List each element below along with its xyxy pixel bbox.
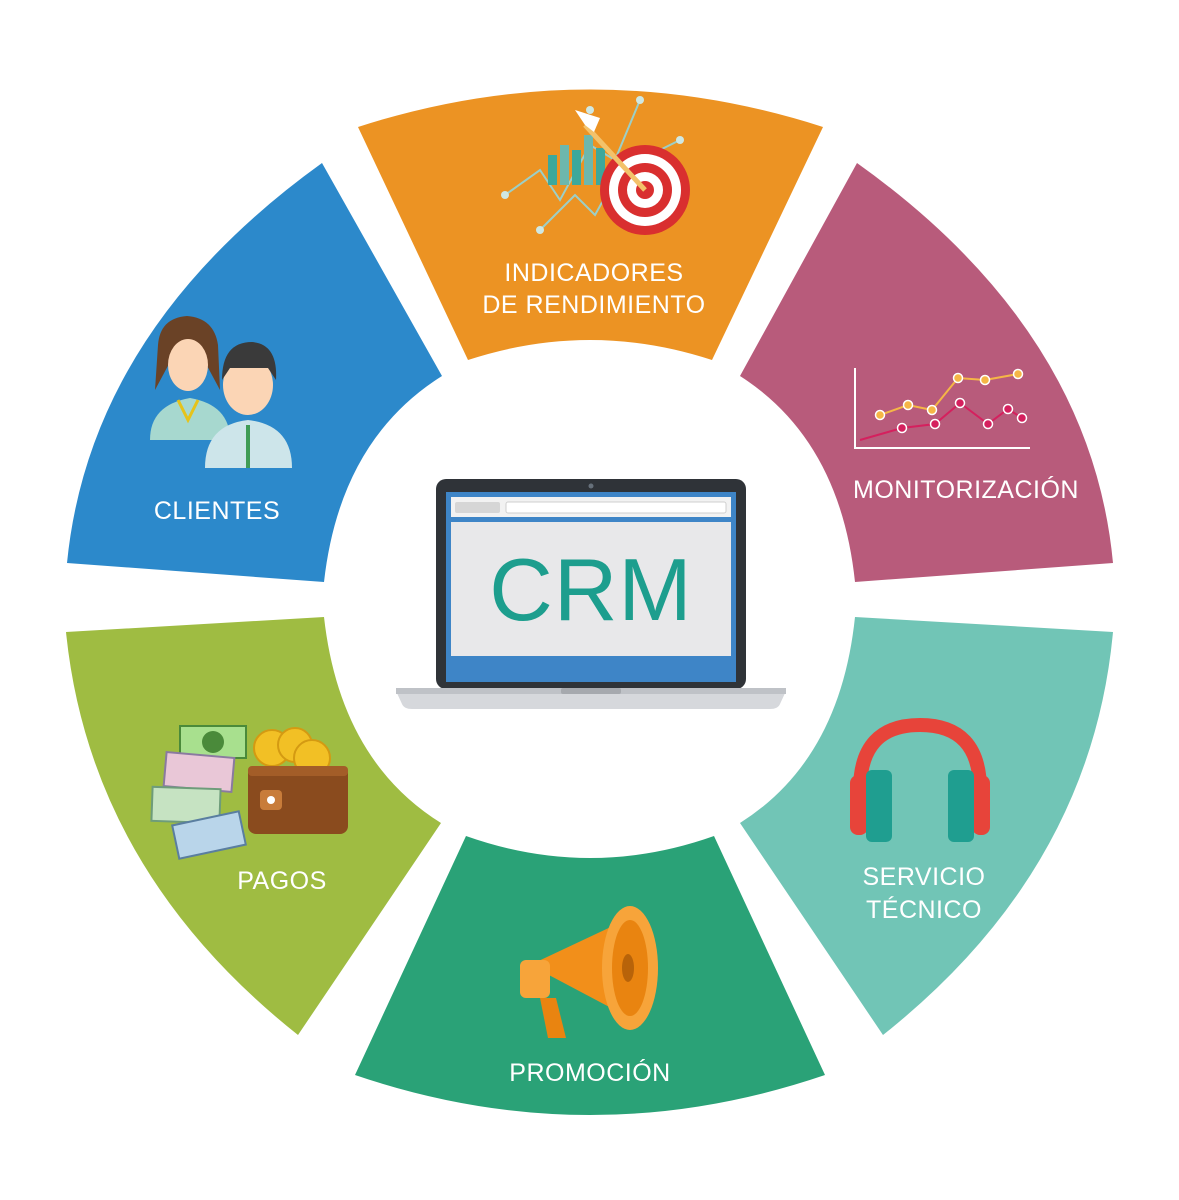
label-indicadores-line1: INDICADORES [504, 259, 683, 287]
segment-monitorizacion [740, 163, 1113, 582]
label-promocion: PROMOCIÓN [509, 1058, 670, 1087]
label-monitorizacion: MONITORIZACIÓN [853, 475, 1079, 504]
line-graph-icon [854, 368, 1030, 449]
label-pagos: PAGOS [237, 867, 327, 895]
label-servicio-line2: TÉCNICO [866, 895, 982, 924]
label-clientes: CLIENTES [154, 497, 280, 525]
segment-labels: INDICADORES DE RENDIMIENTO MONITORIZACIÓ… [154, 259, 1079, 1087]
label-indicadores-line2: DE RENDIMIENTO [482, 291, 705, 319]
wallet-money-icon [150, 725, 348, 860]
customers-icon [150, 316, 292, 468]
label-servicio-line1: SERVICIO [862, 863, 985, 891]
headphones-icon [850, 717, 990, 842]
segment-indicadores [358, 89, 823, 360]
crm-label: CRM [489, 540, 692, 639]
laptop-icon [396, 479, 786, 709]
megaphone-icon [520, 906, 658, 1038]
target-chart-icon [501, 96, 690, 235]
segment-servicio [740, 617, 1113, 1035]
